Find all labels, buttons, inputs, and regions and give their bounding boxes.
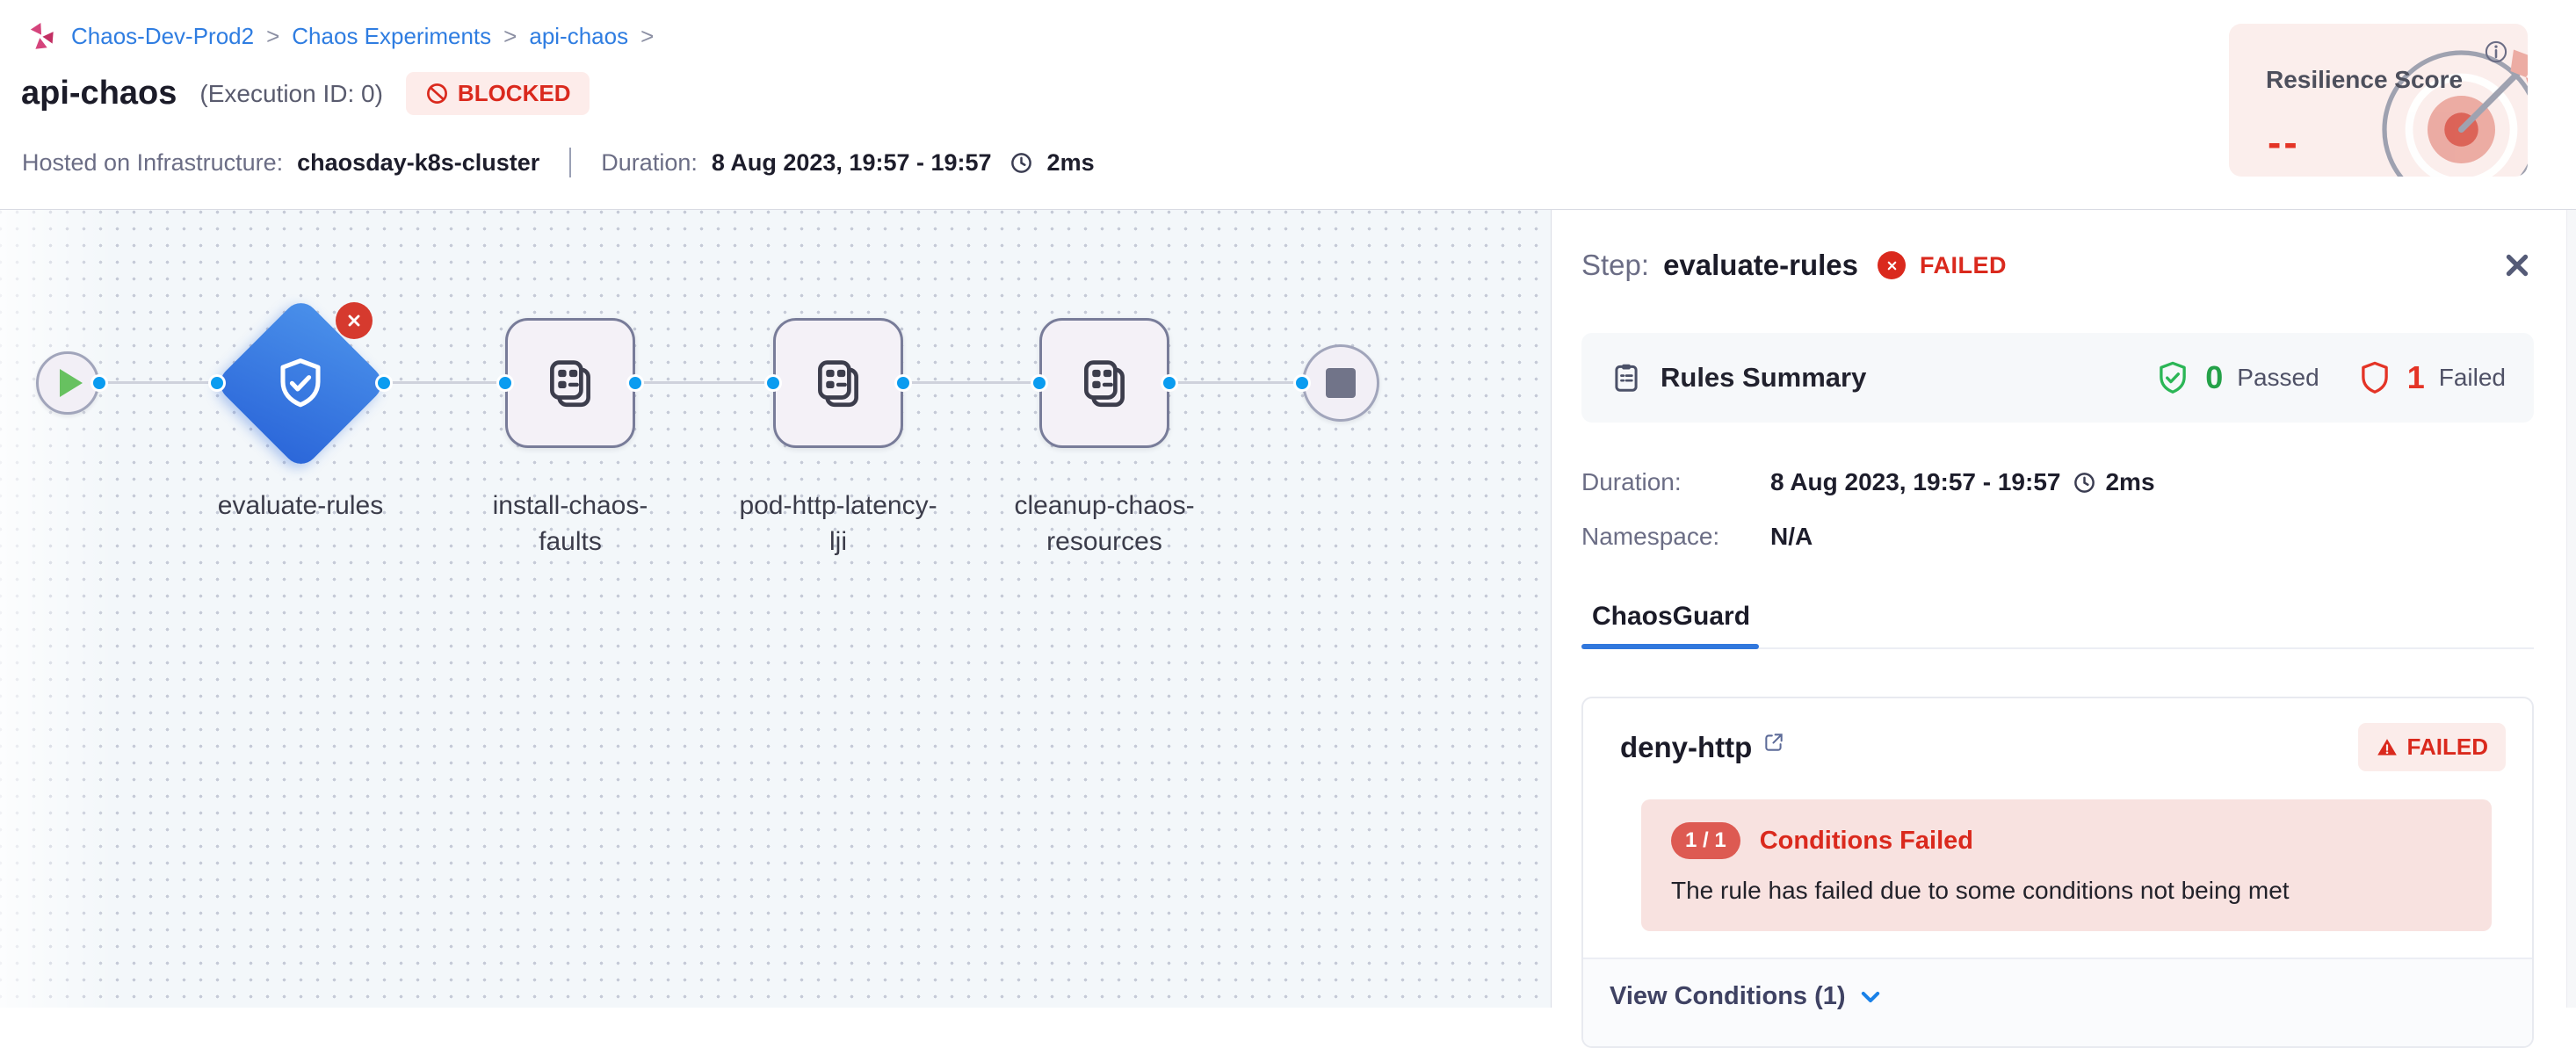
clock-icon [1009, 151, 1033, 175]
passed-count: 0 [2205, 359, 2224, 395]
resilience-score-card: Resilience Score -- [2229, 24, 2528, 177]
tab-chaosguard[interactable]: ChaosGuard [1581, 589, 1760, 649]
node-port [1296, 377, 1308, 389]
node-cleanup-chaos-resources[interactable] [1039, 318, 1169, 448]
duration-row: Duration: 8 Aug 2023, 19:57 - 19:57 2ms [1581, 468, 2534, 496]
x-icon [345, 312, 363, 329]
close-icon[interactable] [2500, 249, 2534, 282]
duration-elapsed: 2ms [1046, 148, 1095, 176]
fault-step-icon [541, 354, 599, 412]
fault-step-icon [809, 354, 867, 412]
resilience-score-title: Resilience Score [2266, 66, 2464, 93]
conditions-failed-message: The rule has failed due to some conditio… [1671, 877, 2290, 904]
node-label-install-chaos-faults: install-chaos- faults [492, 491, 648, 556]
rules-summary-card: Rules Summary 0 Passed 1 Failed [1581, 333, 2534, 423]
node-port [93, 377, 105, 389]
infra-value: chaosday-k8s-cluster [297, 148, 540, 176]
node-port [378, 377, 390, 389]
prohibit-icon [425, 82, 449, 105]
node-evaluate-rules[interactable] [213, 295, 388, 471]
namespace-label: Namespace: [1581, 523, 1720, 550]
breadcrumb-separator: > [640, 22, 655, 49]
breadcrumb-experiments[interactable]: Chaos Experiments [292, 22, 492, 49]
failed-circle-icon [1878, 251, 1907, 279]
clock-icon [2073, 471, 2096, 495]
view-conditions-label: View Conditions (1) [1610, 982, 1846, 1010]
node-pod-http-latency[interactable] [773, 318, 903, 448]
conditions-failed-title: Conditions Failed [1759, 826, 1973, 855]
breadcrumb-separator: > [266, 22, 280, 49]
namespace-value: N/A [1770, 523, 1813, 550]
rule-name: deny-http [1620, 730, 1753, 763]
breadcrumb: Chaos-Dev-Prod2 > Chaos Experiments > ap… [22, 18, 654, 54]
play-icon [60, 369, 83, 397]
external-link-icon[interactable] [1762, 731, 1785, 754]
divider [569, 148, 572, 177]
node-port [211, 377, 223, 389]
chaos-module-icon [22, 18, 59, 54]
duration-value: 8 Aug 2023, 19:57 - 19:57 [1770, 468, 2061, 495]
node-port [1163, 377, 1176, 389]
x-icon [1885, 259, 1899, 272]
duration-label: Duration: [601, 148, 698, 176]
node-port [499, 377, 511, 389]
conditions-failed-alert: 1 / 1 Conditions Failed The rule has fai… [1641, 799, 2492, 931]
rule-card-deny-http: deny-http FAILED 1 / 1 Conditions Failed… [1581, 697, 2534, 1048]
node-port [897, 377, 909, 389]
end-node[interactable] [1302, 344, 1379, 422]
passed-label: Passed [2237, 364, 2319, 391]
duration-label: Duration: [1581, 468, 1682, 495]
view-conditions-toggle[interactable]: View Conditions (1) [1583, 958, 2532, 1046]
step-name: evaluate-rules [1663, 249, 1859, 281]
duration-value: 8 Aug 2023, 19:57 - 19:57 [711, 148, 992, 176]
execution-id-label: (Execution ID: 0) [199, 79, 383, 107]
active-tab-indicator [1581, 644, 1760, 649]
stop-icon [1326, 368, 1356, 398]
shield-passed-icon [2154, 359, 2191, 396]
node-port [629, 377, 641, 389]
start-node[interactable] [36, 351, 99, 415]
breadcrumb-project[interactable]: Chaos-Dev-Prod2 [71, 22, 255, 49]
step-details-panel: Step: evaluate-rules FAILED Rules Summar… [1551, 210, 2576, 1048]
clipboard-icon [1610, 361, 1643, 394]
failed-label: Failed [2438, 364, 2506, 391]
failed-status-dot [336, 302, 373, 339]
step-label: Step: [1581, 249, 1650, 281]
duration-elapsed: 2ms [2105, 468, 2155, 495]
rule-status-badge: FAILED [2357, 723, 2506, 771]
pipeline-canvas[interactable]: evaluate-rules install-chaos- faults pod… [0, 210, 1551, 1008]
page-header: Chaos-Dev-Prod2 > Chaos Experiments > ap… [0, 0, 2576, 210]
node-label-cleanup-chaos-resources: cleanup-chaos- resources [1014, 491, 1195, 556]
rules-summary-title: Rules Summary [1661, 362, 1867, 393]
breadcrumb-experiment-name[interactable]: api-chaos [529, 22, 629, 49]
info-icon[interactable] [2484, 40, 2508, 64]
node-label-evaluate-rules: evaluate-rules [217, 491, 384, 520]
shield-check-icon [272, 355, 329, 411]
node-port [1033, 377, 1046, 389]
namespace-row: Namespace: N/A [1581, 523, 2534, 551]
page-title: api-chaos [21, 75, 177, 112]
pipeline-edge [99, 381, 1302, 384]
status-badge-blocked: BLOCKED [405, 72, 590, 115]
node-port [767, 377, 779, 389]
step-status: FAILED [1920, 251, 2008, 278]
breadcrumb-separator: > [503, 22, 517, 49]
fault-step-icon [1075, 354, 1133, 412]
resilience-score-value: -- [2268, 119, 2300, 165]
warning-icon [2376, 736, 2399, 759]
panel-tab-bar: ChaosGuard [1581, 589, 2534, 649]
conditions-ratio-pill: 1 / 1 [1671, 822, 1740, 859]
failed-count: 1 [2406, 359, 2425, 395]
chevron-down-icon [1858, 985, 1883, 1009]
node-label-pod-http-latency: pod-http-latency- lji [739, 491, 937, 556]
node-install-chaos-faults[interactable] [505, 318, 635, 448]
shield-failed-icon [2356, 359, 2393, 396]
infra-label: Hosted on Infrastructure: [22, 148, 284, 176]
